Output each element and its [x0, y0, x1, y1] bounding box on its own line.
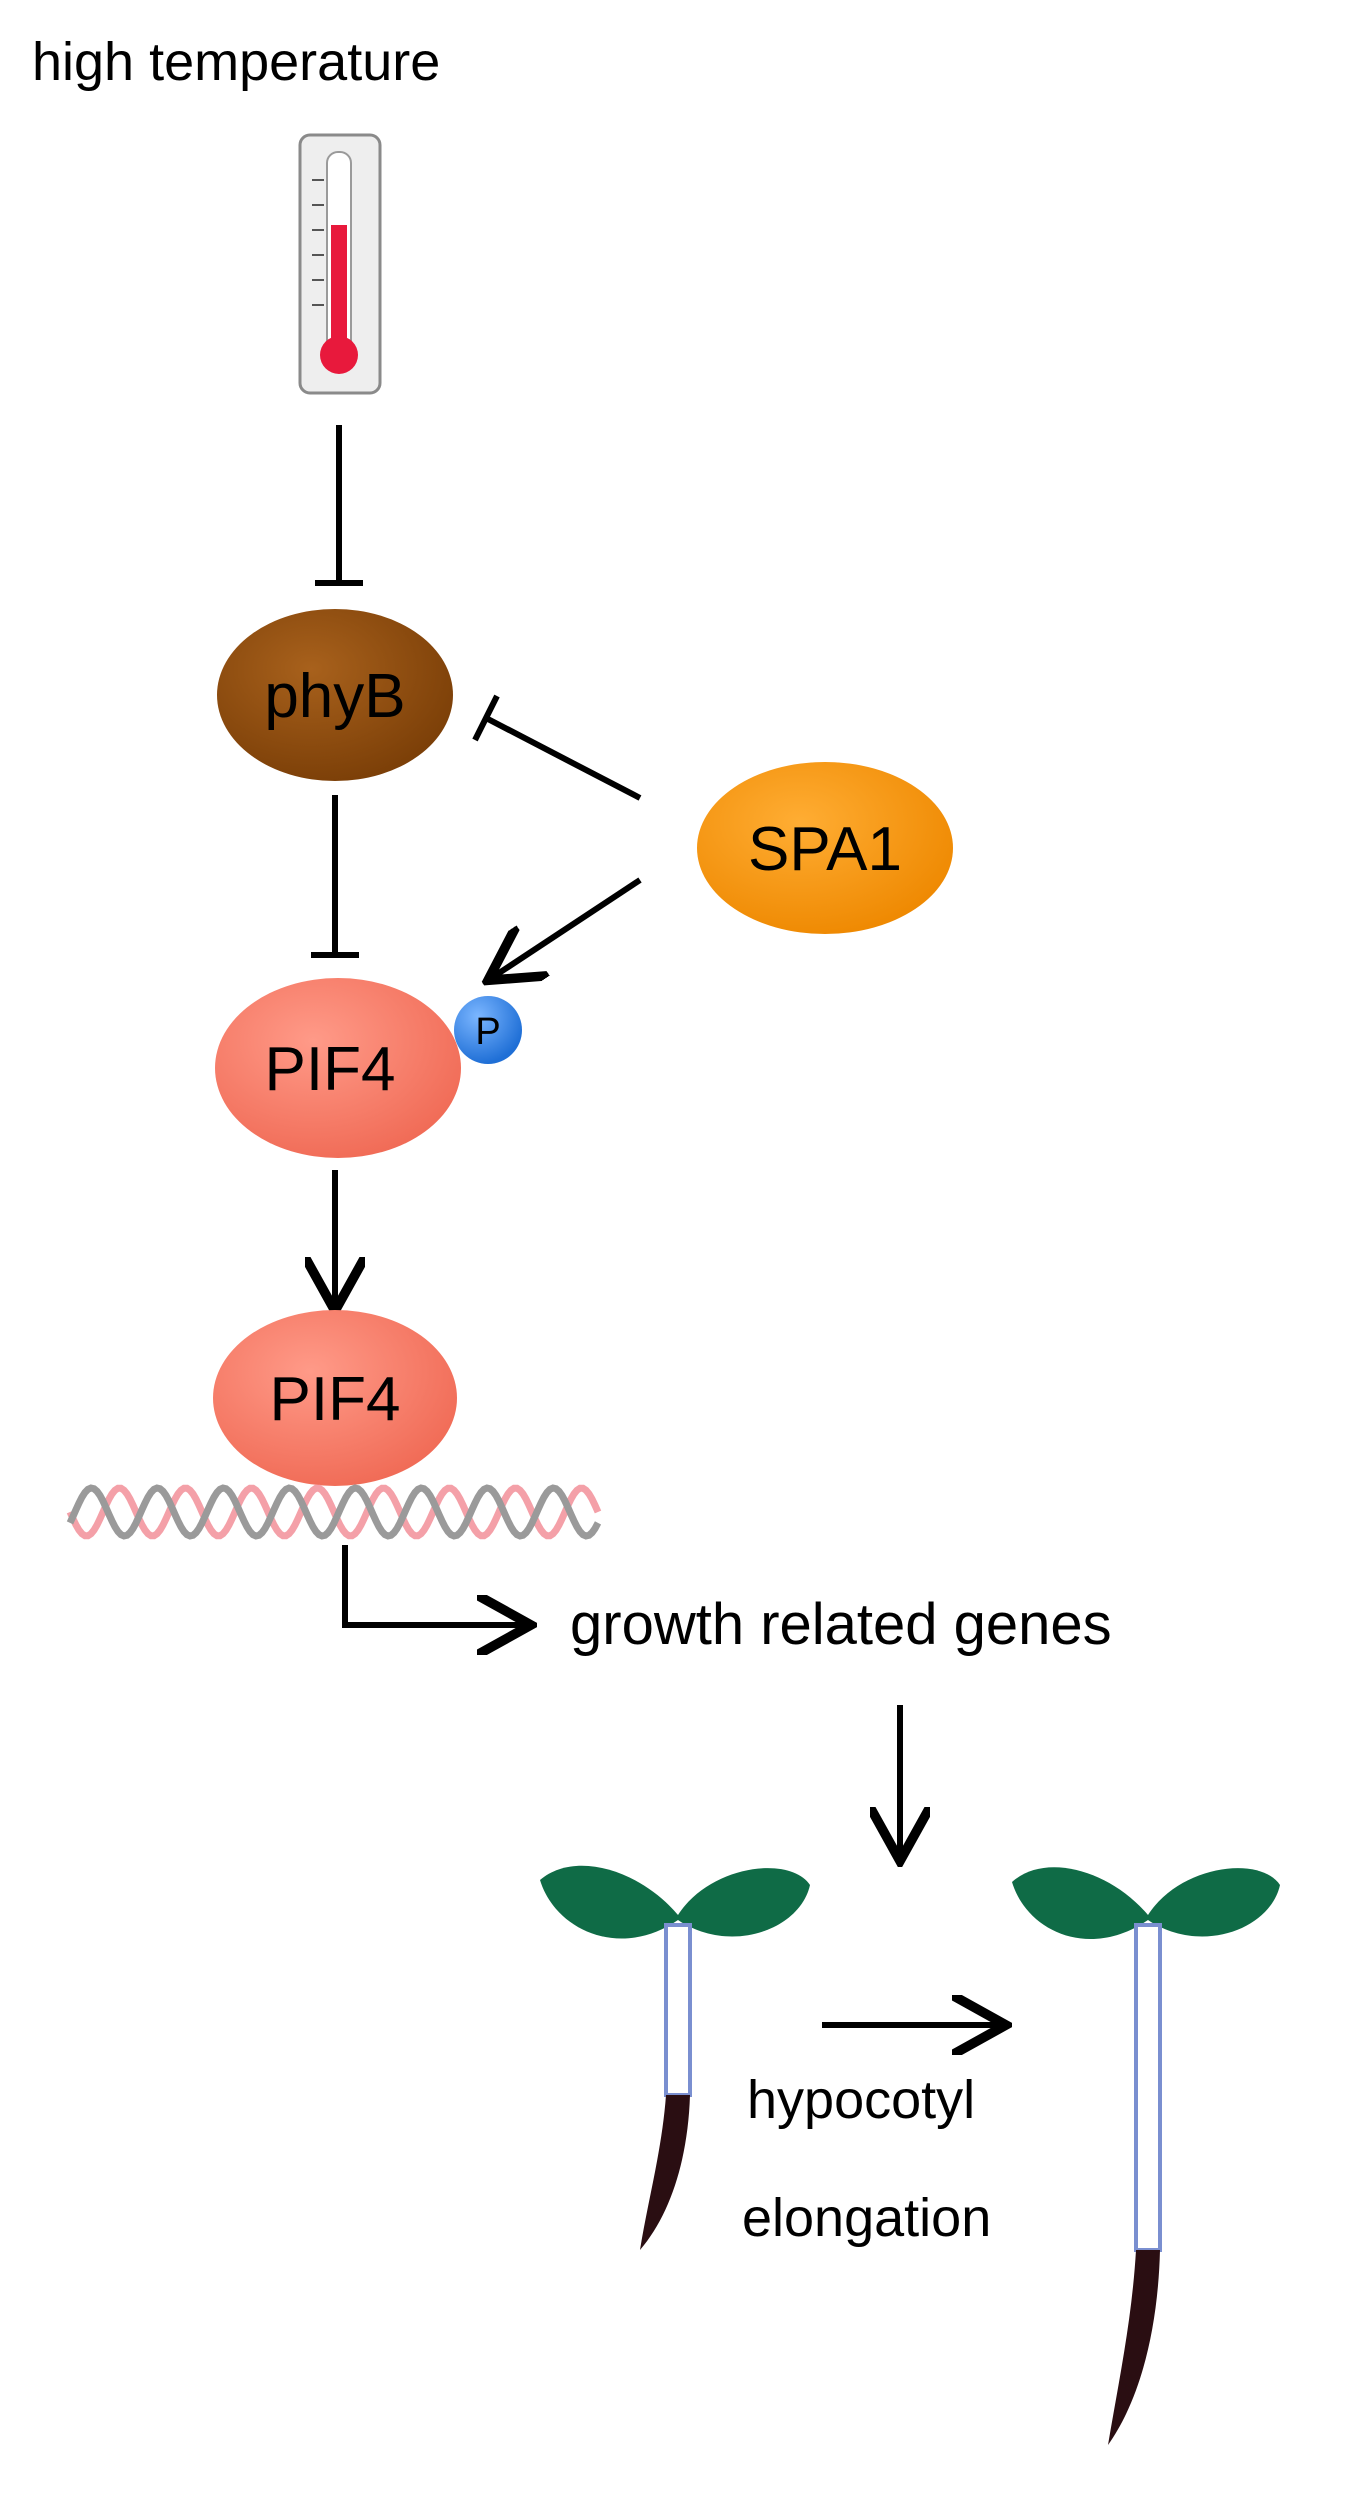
dna-strand-gray	[66, 1484, 602, 1540]
dna-strand-pink	[66, 1484, 602, 1540]
outcome-line2-label: elongation	[742, 2188, 991, 2248]
dna-helix	[66, 1484, 602, 1540]
phyB-label: phyB	[264, 662, 405, 731]
outcome-line1-label: hypocotyl	[747, 2070, 975, 2130]
pif4-dna-bound-node: PIF4	[213, 1310, 457, 1486]
spa1-node: SPA1	[697, 762, 953, 934]
pif4-phosphorylated-label: PIF4	[265, 1035, 396, 1104]
thermometer-icon	[298, 133, 382, 395]
phyB-node: phyB	[217, 609, 453, 781]
seedling-elongated-icon	[1012, 1867, 1280, 2445]
growth-related-genes-label: growth related genes	[570, 1592, 1112, 1657]
arrow-edge-spa1-pif4	[493, 877, 642, 977]
phosphate-label: P	[475, 1011, 500, 1053]
pif4-phosphorylated-node: PIF4	[215, 978, 461, 1158]
phosphate-tag: P	[454, 996, 522, 1064]
thermometer-level	[331, 225, 347, 345]
seedling-short-icon	[540, 1865, 810, 2250]
inhibit-edge-phyB-pif4	[311, 795, 359, 958]
inhibit-edge-spa1-phyB	[472, 694, 642, 801]
pif4-dna-bound-label: PIF4	[270, 1365, 401, 1434]
spa1-label: SPA1	[748, 815, 902, 884]
inhibit-edge-temperature-phyB	[315, 425, 363, 586]
high-temperature-label: high temperature	[32, 32, 440, 92]
transcription-arrow	[342, 1545, 525, 1625]
